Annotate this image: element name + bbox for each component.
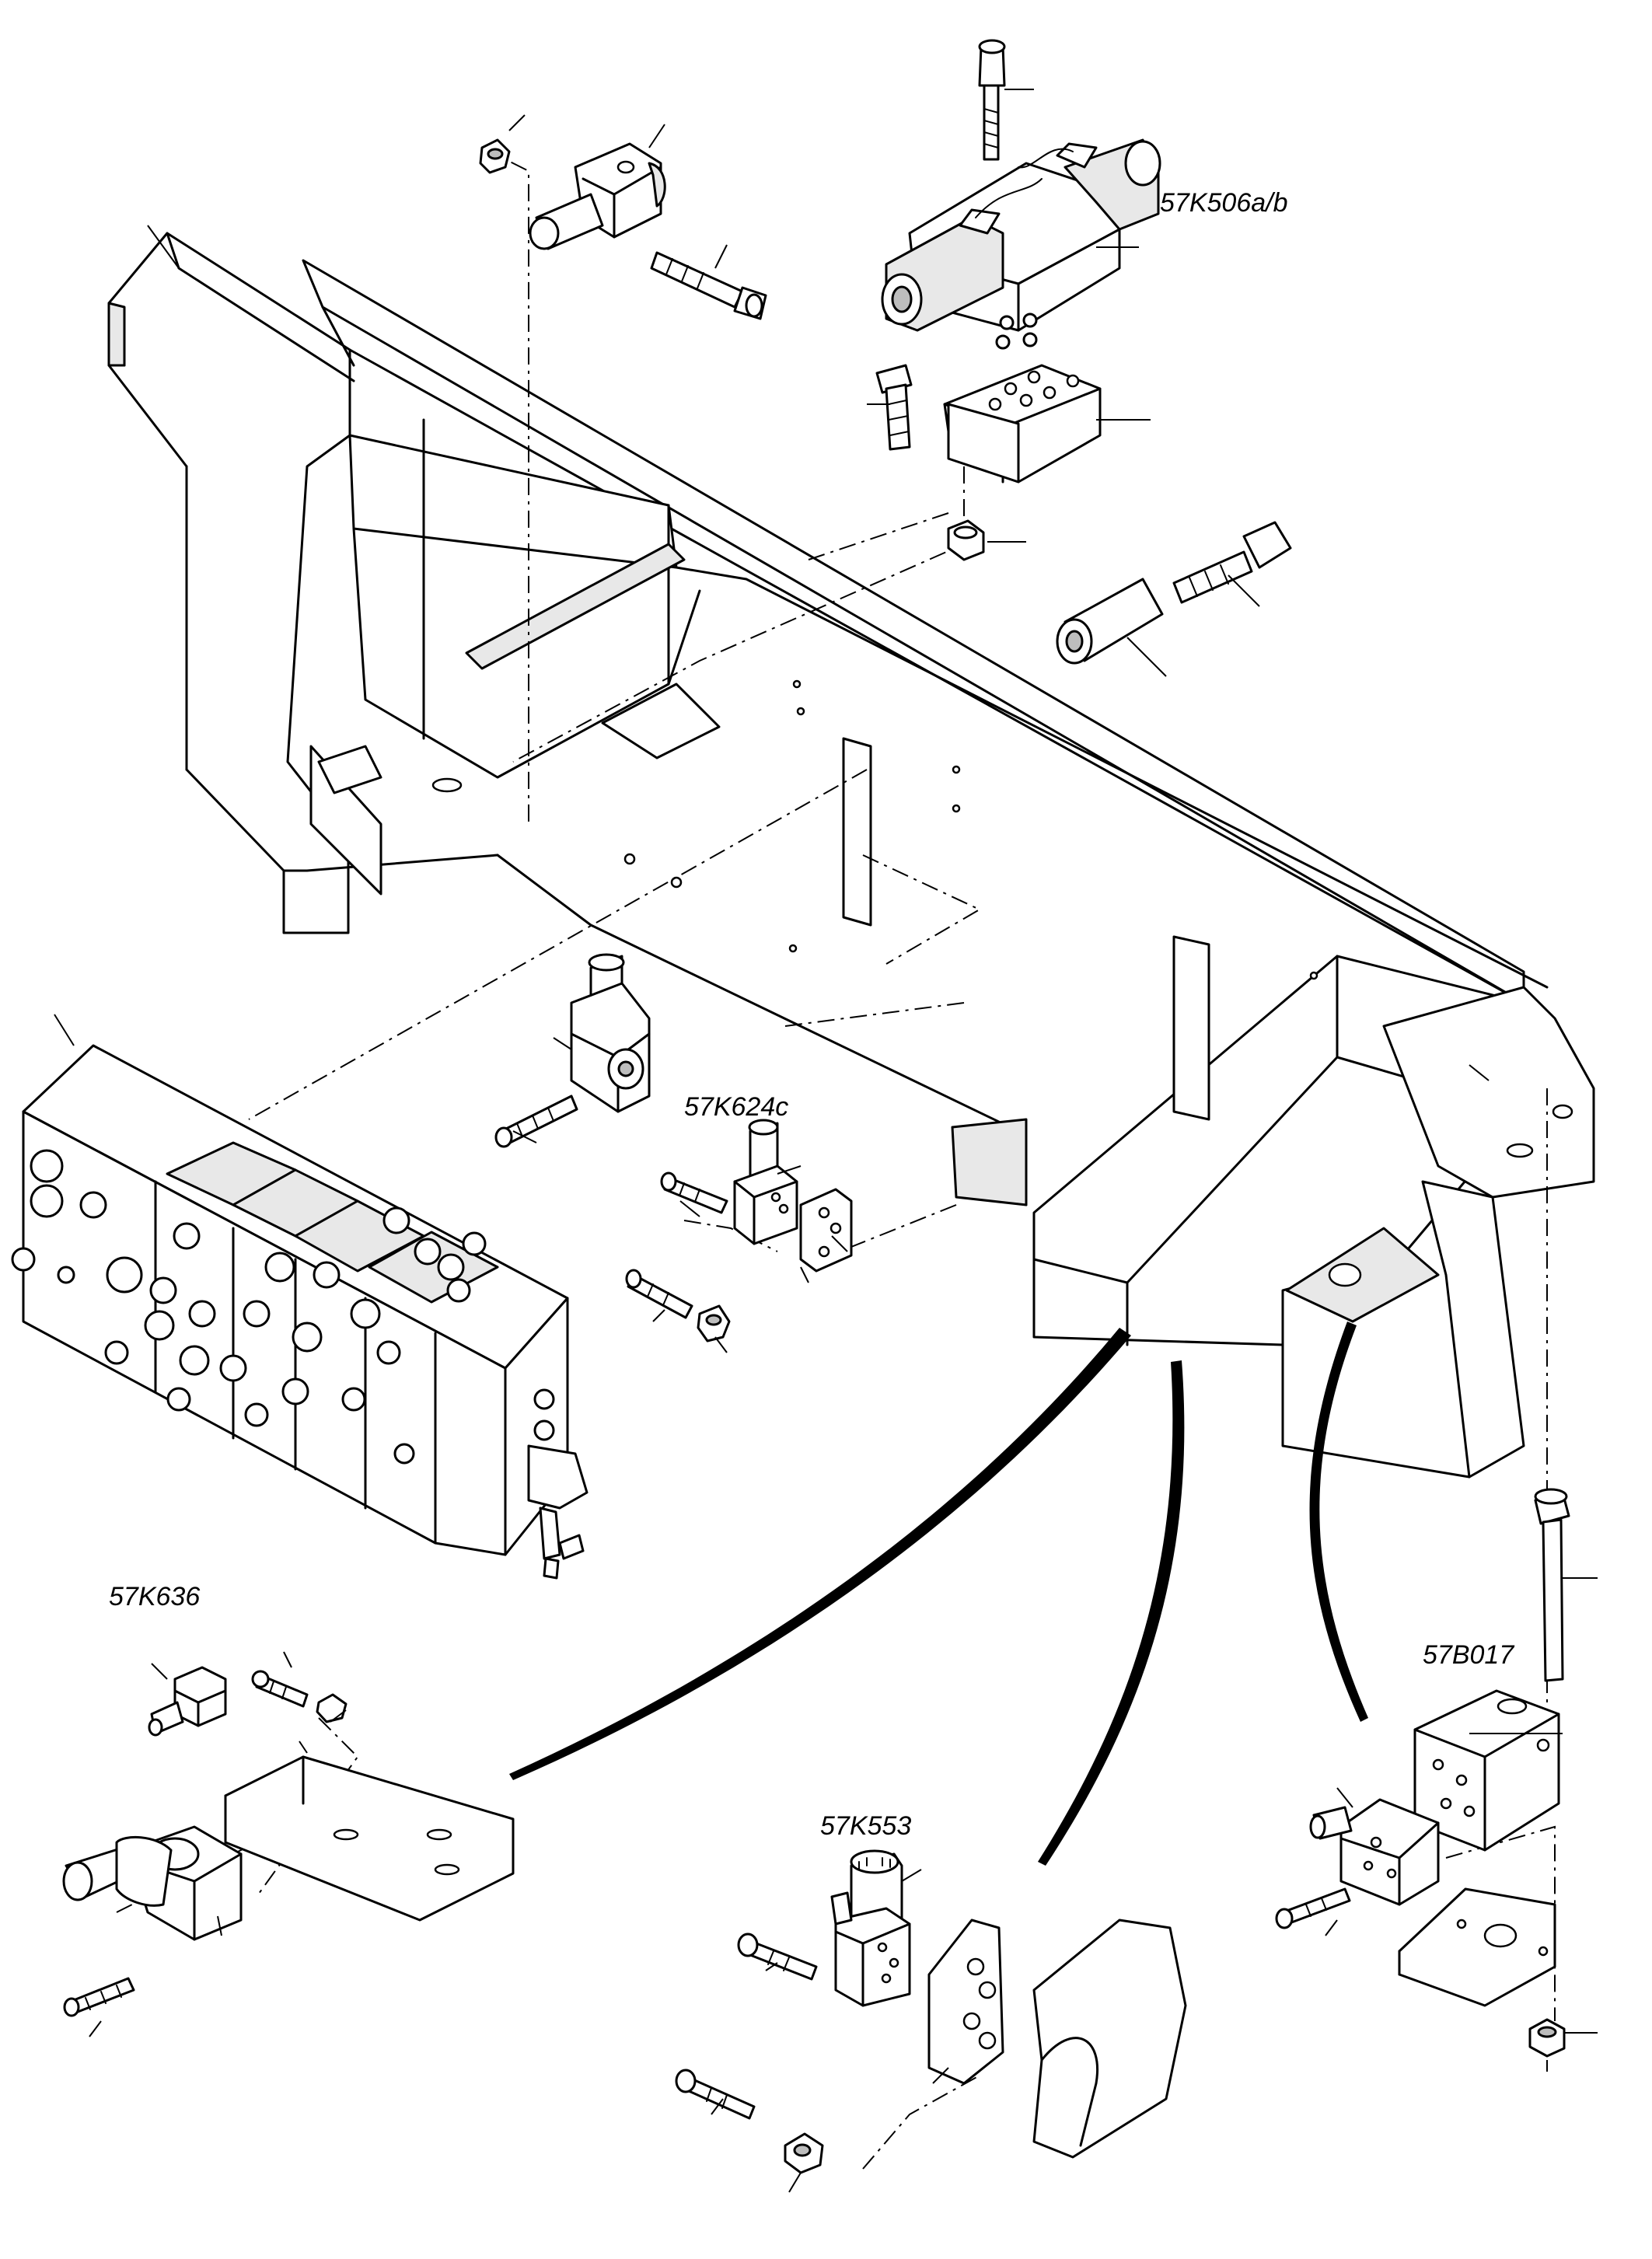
label-57k636: 57K636 (109, 1582, 200, 1611)
center-frame-valve (494, 953, 651, 1148)
part-leader-lines (54, 89, 1598, 2193)
label-57b017: 57B017 (1423, 1640, 1514, 1670)
valve-57k636-detail (62, 1666, 515, 2017)
valve-57k624c-assembly (625, 1119, 853, 1342)
valve-57b017-detail (1275, 1488, 1570, 2058)
valve-bank-fittings (11, 1149, 555, 1465)
top-small-valve (479, 138, 767, 320)
callout-labels: 57K506a/b 57K624c 57K636 57K553 57B017 (109, 188, 1514, 1841)
label-57k624c: 57K624c (684, 1092, 788, 1122)
label-57k553: 57K553 (820, 1811, 911, 1841)
valve-57k553-detail (675, 1849, 1187, 2174)
valve-57k506-assembly (875, 39, 1292, 665)
control-valve-bank (11, 1044, 589, 1580)
detail-reference-arrows (509, 1322, 1368, 1866)
label-57k506ab: 57K506a/b (1160, 188, 1288, 218)
chassis-frame (107, 232, 1595, 1479)
